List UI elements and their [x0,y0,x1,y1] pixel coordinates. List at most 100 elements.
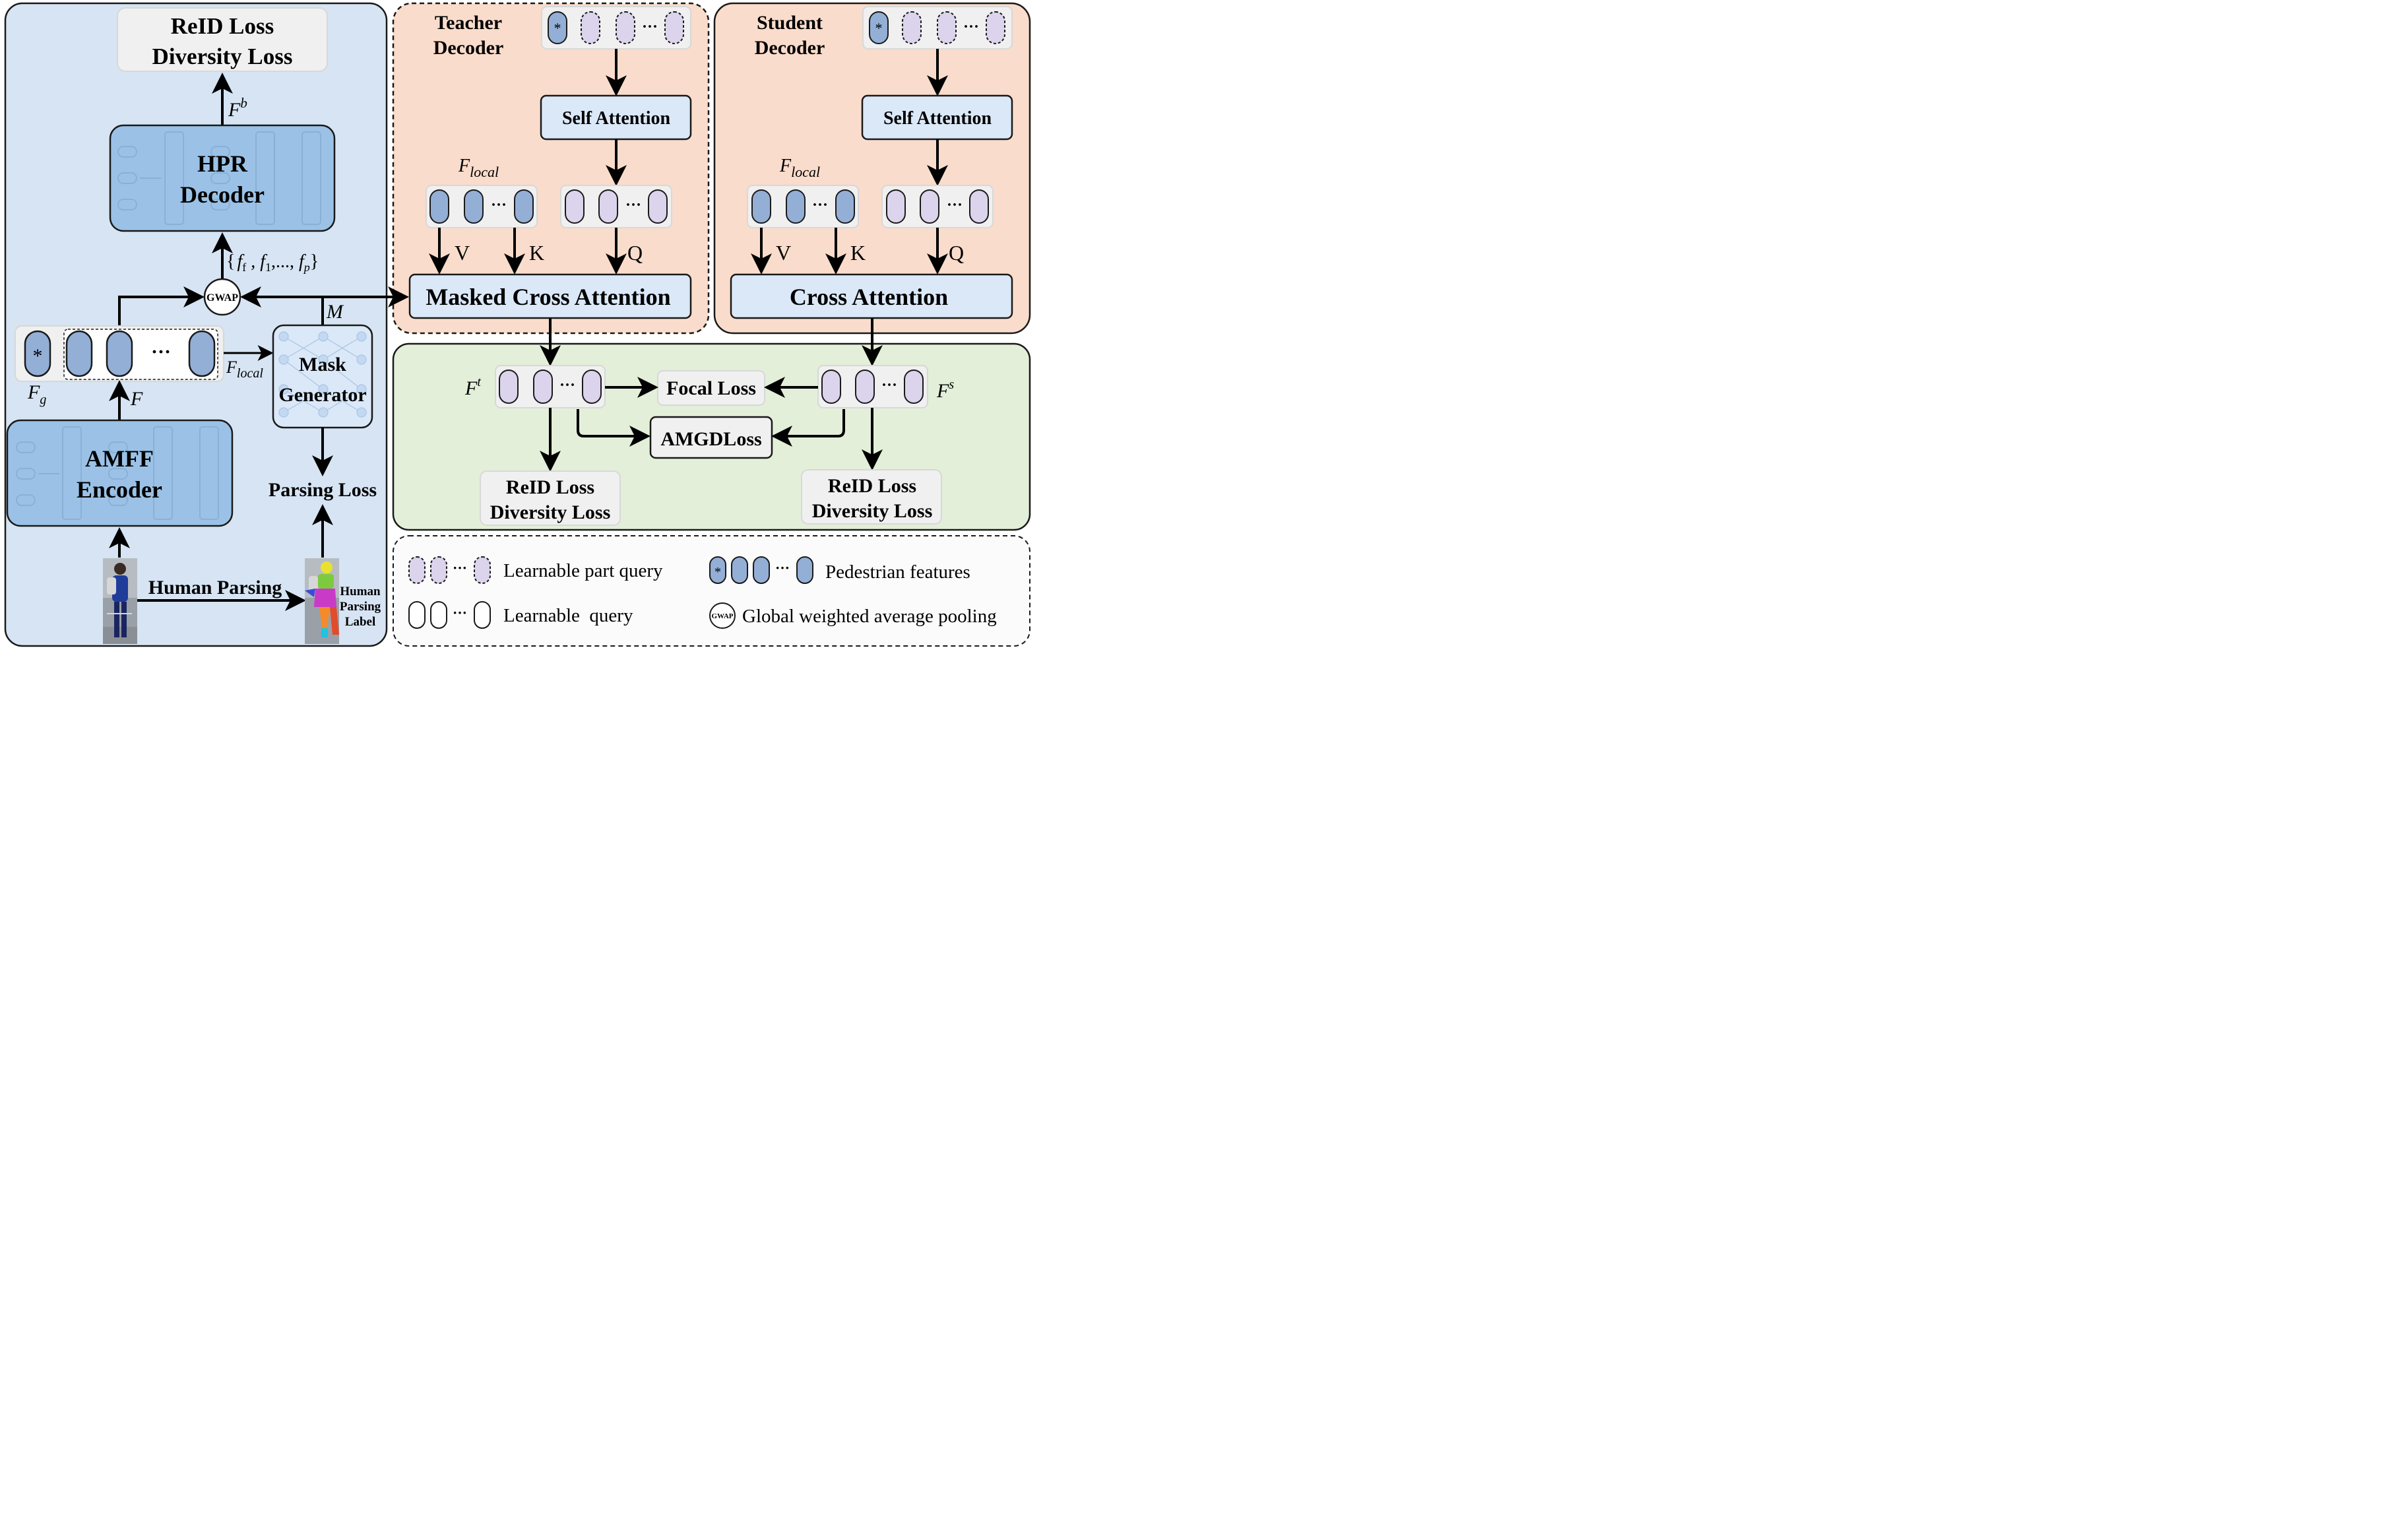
input-pedestrian-image [103,558,137,644]
student-diversity-loss: Diversity Loss [812,500,933,522]
student-subtitle: Decoder [755,37,825,59]
teacher-local-feature-1 [429,189,449,224]
teacher-part-query-1 [581,11,600,44]
f-label: F [130,388,143,410]
student-q-label: Q [949,241,964,265]
teacher-title: Teacher [435,12,502,34]
hp-label-line2: Parsing [340,600,381,614]
legend-pedestrian-icon-n [796,556,813,584]
teacher-output-2 [533,370,553,404]
fb-label: Fb [228,95,247,121]
student-v-label: V [776,241,791,265]
student-output-1 [821,370,841,404]
fg-label: Fg [27,381,46,407]
student-query-feature-2 [920,189,939,224]
teacher-output-dots: ··· [559,377,575,394]
legend-query-icon-1 [408,601,426,629]
student-part-query-2 [937,11,957,44]
teacher-query-dots: ··· [642,18,658,36]
top-loss-box [117,7,328,72]
diagram-canvas: ReID Loss Diversity Loss Fb HPR Decoder … [0,0,1034,650]
local-token-dots: ··· [151,341,171,363]
mask-generator-network-icon [278,331,367,418]
hpr-watermark [117,131,321,225]
teacher-global-query [548,11,567,44]
mask-generator-title: Mask [299,354,346,375]
local-token-n [188,330,216,377]
student-part-query-1 [902,11,922,44]
student-reid-loss: ReID Loss [828,475,916,497]
student-part-query-n [986,11,1005,44]
student-flocal-label: Flocal [779,156,820,180]
arrow-tokens-to-gwap [118,286,205,325]
student-self-attention-label: Self Attention [883,108,992,129]
student-k-label: K [850,241,866,265]
top-diversity-loss: Diversity Loss [152,44,293,69]
hpr-title: HPR [197,150,248,177]
teacher-query-feature-dots: ··· [625,197,641,214]
teacher-part-query-n [664,11,684,44]
amff-encoder-block [6,419,234,527]
legend-part-query-icon-1 [408,556,426,584]
local-token-1 [65,330,93,377]
amff-subtitle: Encoder [77,476,162,503]
architecture-diagram: ReID Loss Diversity Loss Fb HPR Decoder … [4,2,1031,647]
teacher-diversity-loss: Diversity Loss [490,501,611,523]
legend-pedestrian-star: * [714,565,721,579]
arrow-ft-to-amgd [577,409,650,447]
student-local-feature-2 [786,189,806,224]
teacher-reid-loss: ReID Loss [506,476,594,498]
student-output-dots: ··· [881,377,897,394]
teacher-k-label: K [529,241,544,265]
legend-gwap-icon [709,602,736,629]
teacher-v-label: V [455,241,470,265]
ft-label: Ft [464,375,481,399]
human-parsing-label: Human Parsing [148,577,282,598]
teacher-subtitle: Decoder [433,37,504,59]
teacher-query-star: * [554,20,561,36]
legend-part-query-icon-n [474,556,491,584]
student-query-star: * [875,20,883,36]
student-output-n [904,370,924,404]
legend-part-query-label: Learnable part query [503,560,663,581]
hp-label-line3: Label [345,615,375,629]
teacher-flocal-label: Flocal [458,156,499,180]
mask-m-label: M [326,301,344,323]
legend-gwap-icon-text: GWAP [712,612,734,620]
teacher-loss-box [480,470,621,526]
focal-loss-label: Focal Loss [666,377,756,399]
legend-pedestrian-icon-2 [753,556,770,584]
legend-query-icon-2 [430,601,447,629]
student-loss-box [801,469,942,525]
fs-label: Fs [936,377,954,402]
teacher-output-1 [499,370,519,404]
teacher-query-feature-1 [565,189,585,224]
teacher-masked-cross-attention-label: Masked Cross Attention [426,284,670,310]
parsing-loss-label: Parsing Loss [269,479,377,501]
student-local-feature-dots: ··· [812,197,828,214]
local-token-2 [106,330,133,377]
student-local-feature-1 [751,189,771,224]
student-query-dots: ··· [963,18,979,36]
local-tokens-group [63,329,218,380]
teacher-local-feature-n [514,189,534,224]
legend-panel [393,535,1030,647]
student-query-feature-dots: ··· [947,197,963,214]
student-output-2 [855,370,875,404]
teacher-local-feature-dots: ··· [491,197,507,214]
hpr-subtitle: Decoder [180,181,265,208]
top-reid-loss: ReID Loss [171,13,274,39]
teacher-part-query-2 [616,11,635,44]
teacher-query-feature-n [648,189,668,224]
student-cross-attention-label: Cross Attention [790,284,948,310]
global-token-star: * [33,345,43,367]
global-token [24,330,51,377]
legend-part-query-dots: ··· [453,560,467,576]
legend-pedestrian-dots: ··· [775,560,790,576]
amff-title: AMFF [85,445,154,472]
teacher-query-feature-2 [598,189,618,224]
legend-query-icon-n [474,601,491,629]
teacher-self-attention-label: Self Attention [562,108,671,129]
legend-pedestrian-icon-star [709,556,726,584]
student-global-query [869,11,889,44]
